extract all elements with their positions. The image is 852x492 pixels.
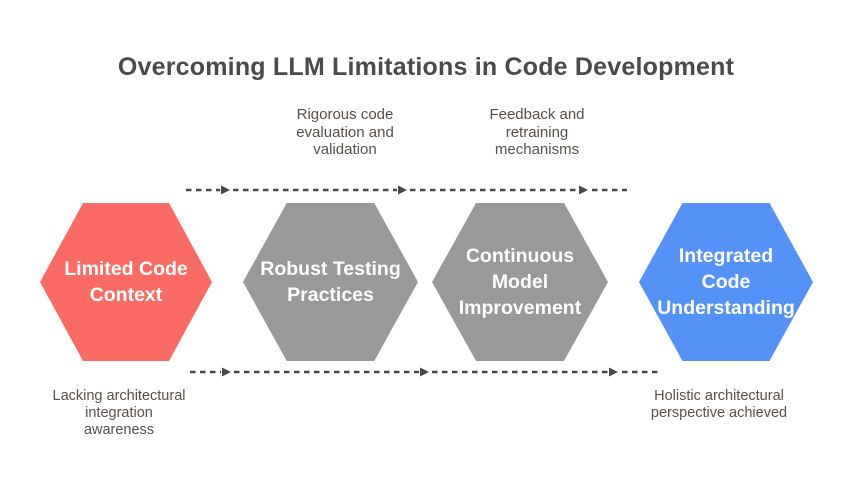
hexagon-continuous-model-improvement: Continuous Model Improvement bbox=[432, 203, 608, 361]
edge-label-rigorous-code: Rigorous code evaluation and validation bbox=[235, 106, 455, 159]
bottom-dashed-arrow bbox=[190, 367, 659, 377]
edge-label-line: mechanisms bbox=[494, 141, 580, 158]
arrowhead-icon bbox=[579, 185, 588, 195]
edge-label-line: Feedback and bbox=[489, 106, 585, 123]
hexagon-integrated-code-understanding: Integrated Code Understanding bbox=[639, 203, 813, 361]
caption-holistic-perspective: Holistic architectural perspective achie… bbox=[609, 388, 829, 422]
arrowhead-icon bbox=[420, 367, 429, 377]
top-dashed-arrow bbox=[186, 185, 627, 195]
edge-label-line: validation bbox=[313, 141, 377, 158]
arrowhead-icon bbox=[398, 185, 407, 195]
hexagon-robust-testing-practices: Robust Testing Practices bbox=[243, 203, 418, 361]
hexagon-label: Robust Testing Practices bbox=[260, 258, 401, 306]
edge-label-line: Rigorous code bbox=[296, 106, 394, 123]
caption-line: Lacking architectural bbox=[52, 388, 186, 404]
edge-label-line: retraining bbox=[505, 123, 569, 141]
edge-label-feedback: Feedback and retraining mechanisms bbox=[427, 106, 647, 159]
hexagon-limited-code-context: Limited Code Context bbox=[40, 203, 212, 361]
caption-line: Holistic architectural bbox=[654, 388, 784, 404]
caption-line: perspective achieved bbox=[650, 405, 788, 421]
page-title: Overcoming LLM Limitations in Code Devel… bbox=[117, 53, 735, 81]
arrowhead-icon bbox=[609, 367, 618, 377]
hexagon-label: Limited Code Context bbox=[64, 258, 188, 306]
caption-line: awareness bbox=[83, 422, 155, 438]
hexagon-label: Integrated Code Understanding bbox=[657, 245, 795, 319]
arrowhead-icon bbox=[222, 367, 231, 377]
caption-line: integration bbox=[85, 405, 153, 421]
caption-lacking-awareness: Lacking architectural integration awaren… bbox=[9, 388, 229, 439]
edge-label-line: evaluation and bbox=[296, 123, 394, 141]
arrowhead-icon bbox=[221, 185, 230, 195]
hexagon-label: Continuous Model Improvement bbox=[458, 245, 582, 319]
